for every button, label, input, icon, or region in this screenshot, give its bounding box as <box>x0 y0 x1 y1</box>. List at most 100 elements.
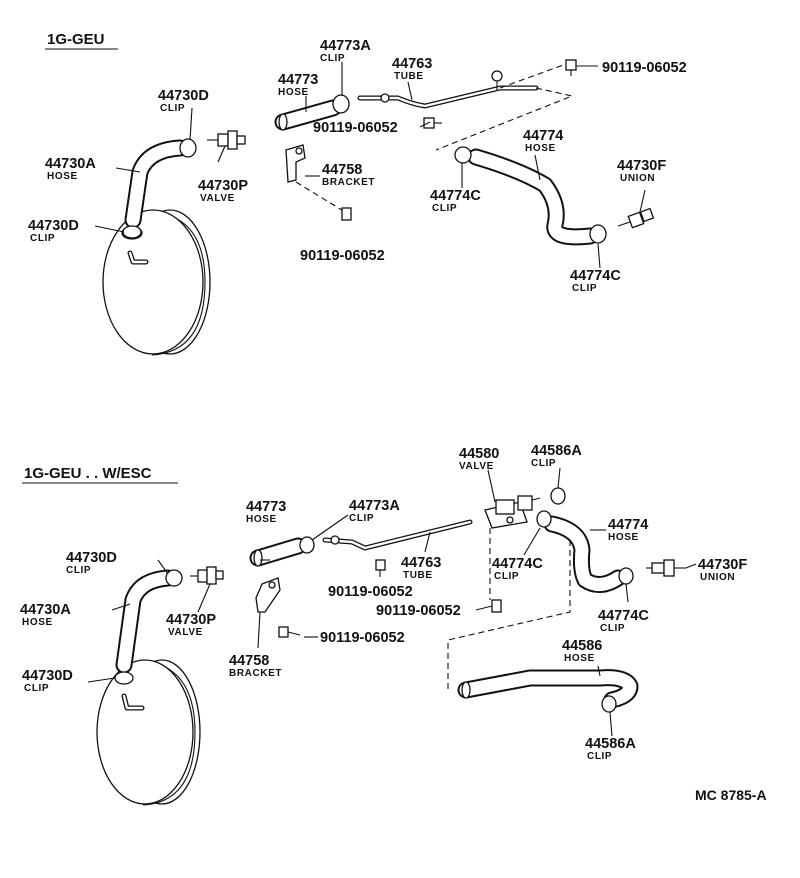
part-name: HOSE <box>246 514 277 525</box>
hose-44773 <box>274 99 342 131</box>
leader <box>94 225 125 233</box>
leader <box>597 665 601 677</box>
part-name: CLIP <box>494 571 519 582</box>
part-name: CLIP <box>30 233 55 244</box>
clip-44774c-lower <box>618 567 634 585</box>
clip-44586a-upper <box>550 487 566 505</box>
part-name: CLIP <box>24 683 49 694</box>
part-number: 44730P <box>198 178 248 194</box>
part-name: HOSE <box>564 653 595 664</box>
part-number: 90119-06052 <box>320 630 405 646</box>
hose-44730a <box>124 139 189 229</box>
section-1g-geu-w-esc: 1G-GEU . . W/ESC <box>20 443 767 806</box>
bolt-90119-c <box>491 599 502 613</box>
part-number: 90119-06052 <box>300 248 385 264</box>
part-number: 44774 <box>608 517 648 533</box>
part-name: HOSE <box>608 532 639 543</box>
part-name: CLIP <box>531 458 556 469</box>
leader <box>407 81 413 101</box>
leader <box>487 469 496 503</box>
part-name: UNION <box>700 572 735 583</box>
section-title: 1G-GEU . . W/ESC <box>24 465 152 482</box>
union-44730f <box>617 207 655 229</box>
part-number: 90119-06052 <box>376 603 461 619</box>
part-name: HOSE <box>525 143 556 154</box>
part-number: 44758 <box>229 653 269 669</box>
part-number: 44730D <box>66 550 117 566</box>
part-number: 90119-06052 <box>313 120 398 136</box>
valve-44730p <box>207 130 246 150</box>
clip-44730d-lower <box>114 671 134 685</box>
part-number: 44730A <box>45 156 96 172</box>
leader-dashed <box>499 63 567 89</box>
hose-44773 <box>249 537 307 567</box>
section-title: 1G-GEU <box>47 31 105 48</box>
part-number: 44730D <box>22 668 73 684</box>
clip-44730d-upper <box>165 569 183 587</box>
leader <box>534 154 541 181</box>
part-name: HOSE <box>47 171 78 182</box>
part-number: 44774 <box>523 128 563 144</box>
leader <box>197 583 211 613</box>
union-44730f <box>646 559 686 577</box>
leader <box>189 107 193 141</box>
part-number: 44730A <box>20 602 71 618</box>
reference-code: MC 8785-A <box>695 787 767 803</box>
part-name: BRACKET <box>322 177 375 188</box>
part-name: VALVE <box>168 627 203 638</box>
part-number: 44763 <box>392 56 432 72</box>
part-name: CLIP <box>600 623 625 634</box>
bolt-90119-b <box>565 59 577 76</box>
leader <box>115 167 141 173</box>
clip-44586a-lower <box>601 695 617 713</box>
valve-44580 <box>484 495 541 529</box>
clip-44774c-upper <box>536 510 552 528</box>
clip-44730d-lower <box>122 225 142 239</box>
part-number: 44758 <box>322 162 362 178</box>
leader <box>475 605 493 611</box>
part-name: HOSE <box>278 87 309 98</box>
leader <box>557 467 561 489</box>
leader <box>257 611 261 649</box>
hose-44730a <box>115 569 177 674</box>
part-number: 44586 <box>562 638 602 654</box>
part-name: TUBE <box>403 570 433 581</box>
part-number: 44730F <box>698 557 747 573</box>
part-number: 90119-06052 <box>328 584 413 600</box>
leader <box>419 121 431 128</box>
clip-44730d-upper <box>179 138 197 158</box>
leader <box>609 711 613 737</box>
part-name: VALVE <box>459 461 494 472</box>
bolt-90119-a <box>423 117 442 129</box>
leader <box>111 603 131 611</box>
section-1g-geu: 1G-GEU <box>28 31 687 356</box>
clip-44773a <box>332 94 350 114</box>
part-name: CLIP <box>432 203 457 214</box>
hose-44774 <box>543 515 627 593</box>
part-number: 44730P <box>166 612 216 628</box>
part-name: VALVE <box>200 193 235 204</box>
part-number: 44773A <box>349 498 400 514</box>
leader <box>217 145 226 163</box>
part-number: 44774C <box>430 188 481 204</box>
part-name: CLIP <box>572 283 597 294</box>
part-name: HOSE <box>22 617 53 628</box>
part-number: 44774C <box>570 268 621 284</box>
part-number: 44730D <box>158 88 209 104</box>
bracket-44758 <box>255 577 281 613</box>
part-number: 44586A <box>585 736 636 752</box>
leader <box>639 189 646 213</box>
part-number: 90119-06052 <box>602 60 687 76</box>
part-number: 44763 <box>401 555 441 571</box>
part-number: 44774C <box>598 608 649 624</box>
hose-44774 <box>467 148 599 246</box>
part-name: CLIP <box>320 53 345 64</box>
part-number: 44774C <box>492 556 543 572</box>
part-name: CLIP <box>160 103 185 114</box>
bolt-90119-c <box>341 207 352 221</box>
hose-44586 <box>457 669 639 709</box>
bolt-90119-b <box>278 626 301 638</box>
tube-44763 <box>357 70 539 109</box>
part-number: 44773 <box>246 499 286 515</box>
